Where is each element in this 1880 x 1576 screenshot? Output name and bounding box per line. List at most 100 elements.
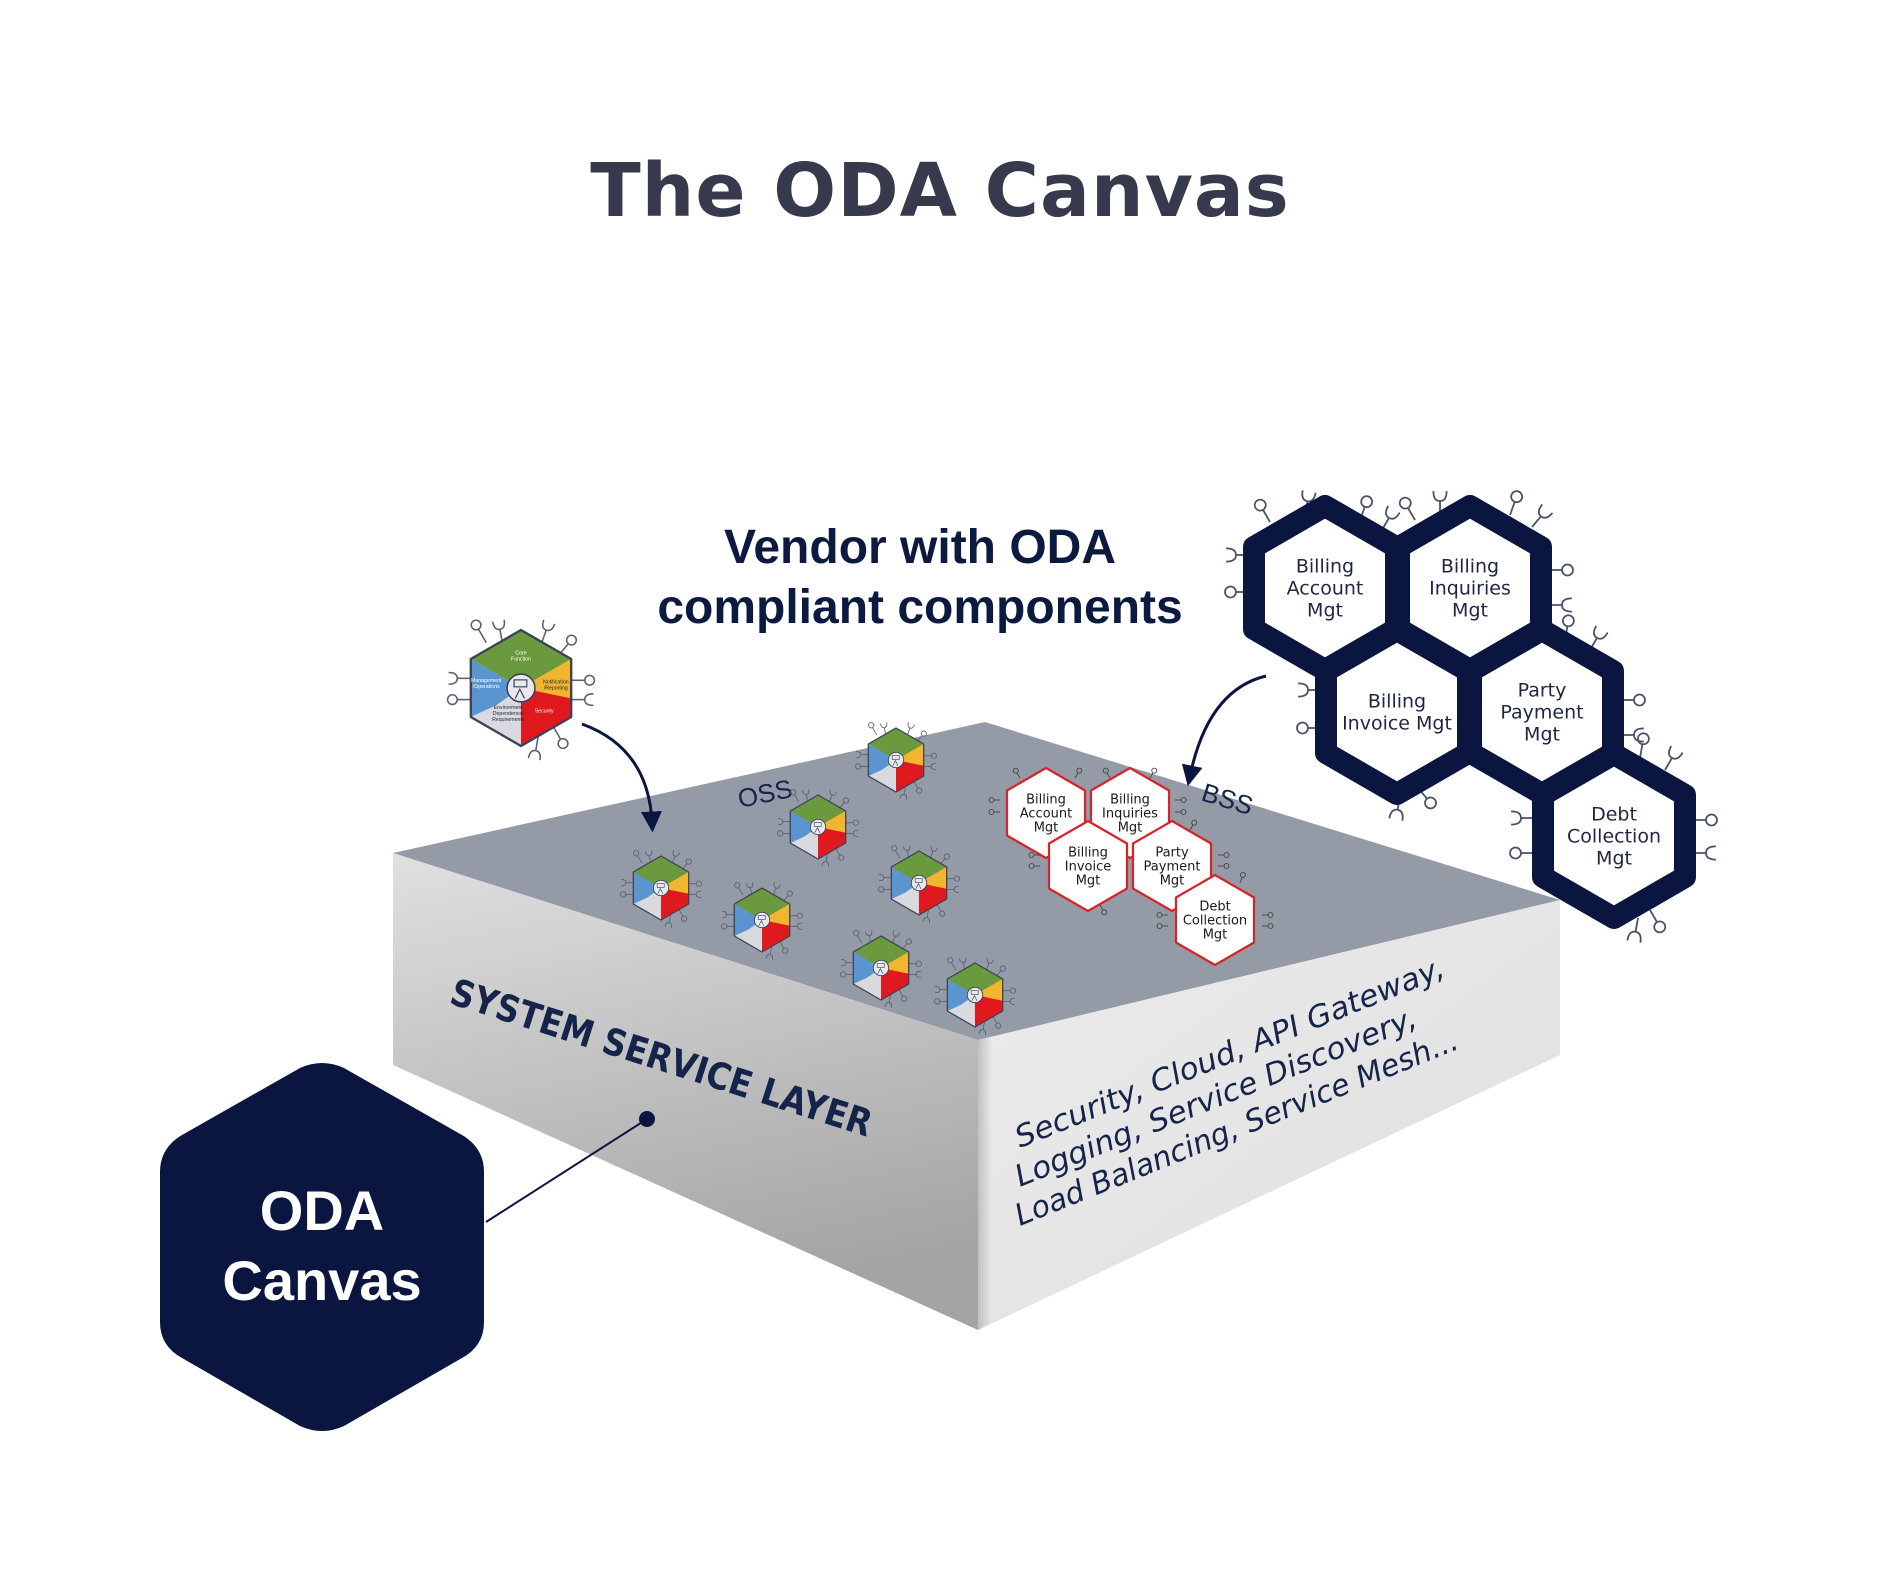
- interface-plug-icon: [946, 885, 959, 894]
- management-segment: [853, 952, 881, 984]
- management-segment: [947, 979, 975, 1011]
- security-segment-fill: [896, 760, 924, 792]
- interface-socket-icon: [1509, 490, 1524, 516]
- interface-socket-icon: [1649, 909, 1667, 934]
- oda-component-icon: [878, 845, 960, 923]
- interface-plug-icon: [923, 762, 936, 771]
- badge-connector-dot: [639, 1111, 655, 1127]
- component-outline: [946, 962, 1004, 1028]
- interface-socket-icon: [845, 819, 859, 826]
- interface-plug-icon: [789, 922, 802, 931]
- interface-socket-icon: [913, 781, 923, 794]
- management-segment: [868, 744, 896, 776]
- interface-plug-icon: [1531, 503, 1554, 528]
- interface-plug-icon: [1626, 917, 1642, 943]
- notification-reporting-label: Notification/Reporting: [543, 679, 569, 691]
- vendor-heading-line-1: Vendor with ODA: [723, 521, 1116, 574]
- vendor-heading-line-2: compliant components: [657, 581, 1183, 634]
- interface-socket-icon: [1099, 904, 1108, 916]
- environment-segment: [633, 888, 661, 920]
- component-outline: [789, 794, 847, 860]
- oda-component-icon: [777, 789, 859, 867]
- component-hexagon: [1532, 743, 1696, 929]
- interface-socket-icon: [1175, 809, 1187, 815]
- person-with-screen-icon: [753, 911, 771, 929]
- environment-segment: [891, 883, 919, 915]
- canvas-box-top-face: [393, 722, 1560, 1040]
- interface-socket-icon: [992, 1016, 1002, 1029]
- canvas-box-edge-shade: [978, 1037, 992, 1330]
- interface-socket-icon: [1012, 767, 1021, 779]
- interface-plug-icon: [922, 909, 931, 923]
- oda-canvas-badge: ODA Canvas: [160, 1063, 484, 1431]
- interface-socket-icon: [620, 891, 634, 898]
- management-segment: [734, 904, 762, 936]
- interface-socket-icon: [835, 848, 845, 861]
- interface-socket-icon: [934, 998, 948, 1005]
- interface-socket-icon: [790, 789, 800, 803]
- oda-component-icon: [620, 850, 702, 928]
- security-segment-fill: [975, 995, 1003, 1027]
- security-segment-fill: [521, 688, 572, 746]
- oss-arrow: [581, 722, 662, 833]
- interface-socket-icon: [908, 960, 922, 967]
- person-with-screen-icon: [887, 751, 905, 769]
- interface-socket-icon: [946, 875, 960, 882]
- interface-plug-icon: [1002, 997, 1015, 1006]
- interface-plug-icon: [879, 874, 892, 882]
- interface-socket-icon: [891, 845, 901, 859]
- vendor-heading: Vendor with ODA compliant components: [600, 518, 1240, 638]
- interface-socket-icon: [1102, 767, 1111, 779]
- interface-plug-icon: [688, 890, 701, 899]
- person-with-screen-icon: [966, 986, 984, 1004]
- interface-socket-icon: [721, 923, 735, 930]
- interface-socket-icon: [777, 830, 791, 837]
- oda-component-icon: [721, 882, 803, 960]
- interface-socket-icon: [840, 971, 854, 978]
- person-with-screen-icon: [809, 818, 827, 836]
- interface-socket-icon: [1239, 872, 1246, 884]
- interface-socket-icon: [923, 752, 937, 759]
- security-segment-fill: [919, 883, 947, 915]
- environment-segment: [853, 968, 881, 1000]
- interface-socket-icon: [947, 957, 957, 971]
- interface-plug-icon: [1664, 745, 1684, 771]
- interface-plug-icon: [527, 735, 541, 761]
- interface-socket-icon: [1175, 797, 1187, 803]
- oda-component-icon: [840, 930, 922, 1008]
- interface-plug-icon: [908, 970, 921, 979]
- component-hexagon: [1047, 819, 1129, 913]
- component-outline: [890, 850, 948, 916]
- interface-socket-icon: [553, 727, 569, 750]
- interface-socket-icon: [688, 880, 702, 887]
- security-segment-fill: [661, 888, 689, 920]
- oda-canvas-badge-hexagon: [160, 1063, 484, 1431]
- bss-arrow: [1181, 674, 1267, 787]
- interface-socket-icon: [1189, 819, 1198, 831]
- security-segment-fill: [762, 920, 790, 952]
- interface-socket-icon: [779, 941, 789, 954]
- interface-socket-icon: [446, 693, 471, 706]
- interface-socket-icon: [936, 904, 946, 917]
- interface-plug-icon: [845, 829, 858, 838]
- interface-plug-icon: [856, 751, 869, 759]
- oss-components: [620, 722, 1016, 1035]
- interface-socket-icon: [734, 882, 744, 896]
- oda-canvas-badge-line-1: ODA: [260, 1179, 384, 1242]
- interface-socket-icon: [1398, 496, 1416, 521]
